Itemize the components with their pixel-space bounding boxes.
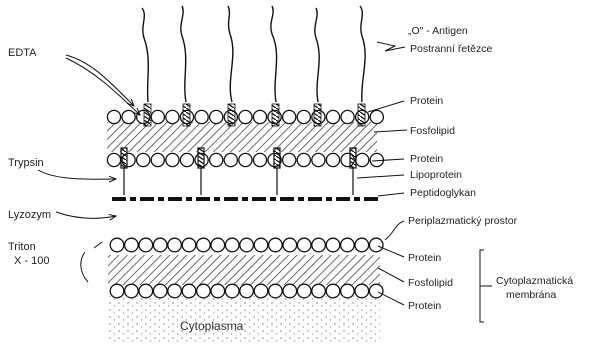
cm-protein-bottom-label: Protein [408, 300, 441, 312]
cytoplasmic-membrane-phospholipid [108, 255, 380, 285]
lipid-head-circle [210, 153, 223, 166]
lipid-head-circle [110, 238, 124, 252]
lipid-head-circle [283, 238, 297, 252]
lipid-head-circle [341, 238, 355, 252]
lipid-head-circle [269, 238, 283, 252]
lipid-head-circle [107, 110, 120, 123]
cytoplasmic-membrane-label-2: membrána [506, 289, 556, 301]
lipid-head-circle [225, 238, 239, 252]
lipid-head-circle [341, 110, 354, 123]
cytoplasm-label: Cytoplasma [180, 319, 244, 333]
lysozyme-label: Lyzozym [8, 209, 51, 221]
cytoplasmic-membrane-protein-row-bottom [110, 284, 383, 298]
lipid-head-circle [197, 284, 211, 298]
lipid-head-circle [153, 238, 167, 252]
lipid-head-circle [239, 153, 252, 166]
lipid-head-circle [139, 238, 153, 252]
lipid-head-circle [312, 284, 326, 298]
cm-phospholipid-label: Fosfolipid [408, 277, 453, 289]
lipid-head-circle [211, 238, 225, 252]
lipid-head-circle [151, 153, 164, 166]
lipid-head-circle [107, 153, 120, 166]
side-chains-label: Postranní řetězce [410, 43, 492, 55]
lipid-head-circle [225, 284, 239, 298]
lipid-head-circle [297, 110, 310, 123]
lipid-head-circle [312, 153, 325, 166]
cm-protein-top-label: Protein [408, 252, 441, 264]
lipid-head-circle [125, 238, 139, 252]
lipid-head-circle [369, 238, 383, 252]
lipid-head-circle [239, 110, 252, 123]
lipid-head-circle [312, 238, 326, 252]
lipid-head-circle [168, 238, 182, 252]
lipid-head-circle [122, 110, 135, 123]
lipid-head-circle [139, 284, 153, 298]
triton-label: Triton [8, 241, 36, 253]
lipid-head-circle [283, 284, 297, 298]
lipid-head-circle [254, 238, 268, 252]
lipid-head-circle [253, 110, 266, 123]
lipid-head-circle [326, 284, 340, 298]
lipid-head-circle [341, 284, 355, 298]
lipid-head-circle [153, 284, 167, 298]
lipoprotein-label: Lipoprotein [410, 169, 462, 181]
lipid-head-circle [195, 110, 208, 123]
edta-label: EDTA [8, 47, 37, 59]
lipid-head-circle [166, 110, 179, 123]
lipid-head-circle [137, 153, 150, 166]
cytoplasmic-membrane-label: Cytoplazmatická [496, 275, 573, 287]
o-antigen-label: „O" - Antigen [408, 25, 468, 37]
periplasm-label: Periplazmatický prostor [408, 215, 518, 227]
phospholipid-outer-label: Fosfolipid [410, 125, 455, 137]
lipid-head-circle [182, 238, 196, 252]
outer-membrane-phospholipid [107, 122, 377, 152]
lipid-head-circle [326, 110, 339, 123]
triton-label-2: X - 100 [14, 255, 49, 267]
lipid-head-circle [370, 110, 383, 123]
trypsin-label: Trypsin [8, 157, 44, 169]
lipid-head-circle [166, 153, 179, 166]
lipid-head-circle [326, 238, 340, 252]
lipid-head-circle [182, 284, 196, 298]
lipid-head-circle [197, 238, 211, 252]
lipid-head-circle [125, 284, 139, 298]
lipid-head-circle [355, 284, 369, 298]
outer-membrane-protein-row-bottom [107, 153, 383, 166]
lipid-head-circle [180, 153, 193, 166]
lipid-head-circle [224, 153, 237, 166]
cytoplasm-region [108, 296, 380, 344]
lipid-head-circle [269, 284, 283, 298]
lipid-head-circle [297, 238, 311, 252]
lipid-head-circle [168, 284, 182, 298]
lipid-head-circle [326, 153, 339, 166]
lipid-head-circle [283, 110, 296, 123]
lipid-head-circle [283, 153, 296, 166]
protein-inner-label: Protein [410, 153, 443, 165]
lipid-head-circle [240, 238, 254, 252]
lipid-head-circle [253, 153, 266, 166]
protein-outer-label: Protein [410, 95, 443, 107]
lipid-head-circle [254, 284, 268, 298]
lipid-head-circle [356, 153, 369, 166]
lipid-head-circle [211, 284, 225, 298]
peptidoglycan-label: Peptidoglykan [410, 187, 476, 199]
o-antigen-chains [142, 6, 365, 102]
lipid-head-circle [297, 284, 311, 298]
lipid-head-circle [297, 153, 310, 166]
lipid-head-circle [151, 110, 164, 123]
lipid-head-circle [355, 238, 369, 252]
lipid-head-circle [240, 284, 254, 298]
lipid-head-circle [110, 284, 124, 298]
lipid-head-circle [369, 284, 383, 298]
cytoplasmic-membrane-protein-row-top [110, 238, 383, 252]
lipid-head-circle [210, 110, 223, 123]
